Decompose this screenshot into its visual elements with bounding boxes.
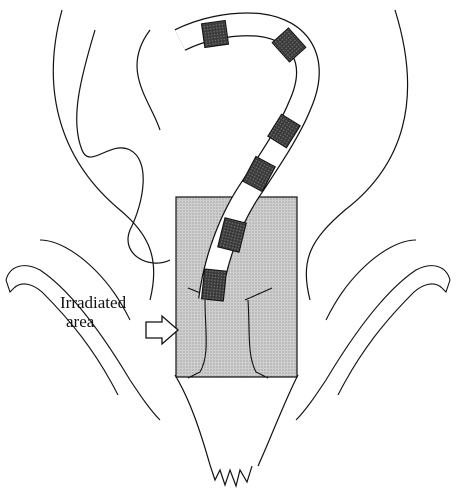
right-adnexa (296, 240, 450, 420)
vaginal-outline (175, 375, 298, 486)
band (201, 269, 226, 301)
label-line-2: area (66, 312, 95, 331)
band (201, 20, 228, 47)
right-arrow-icon (146, 316, 178, 344)
label-line-1: Irradiated (60, 293, 127, 312)
